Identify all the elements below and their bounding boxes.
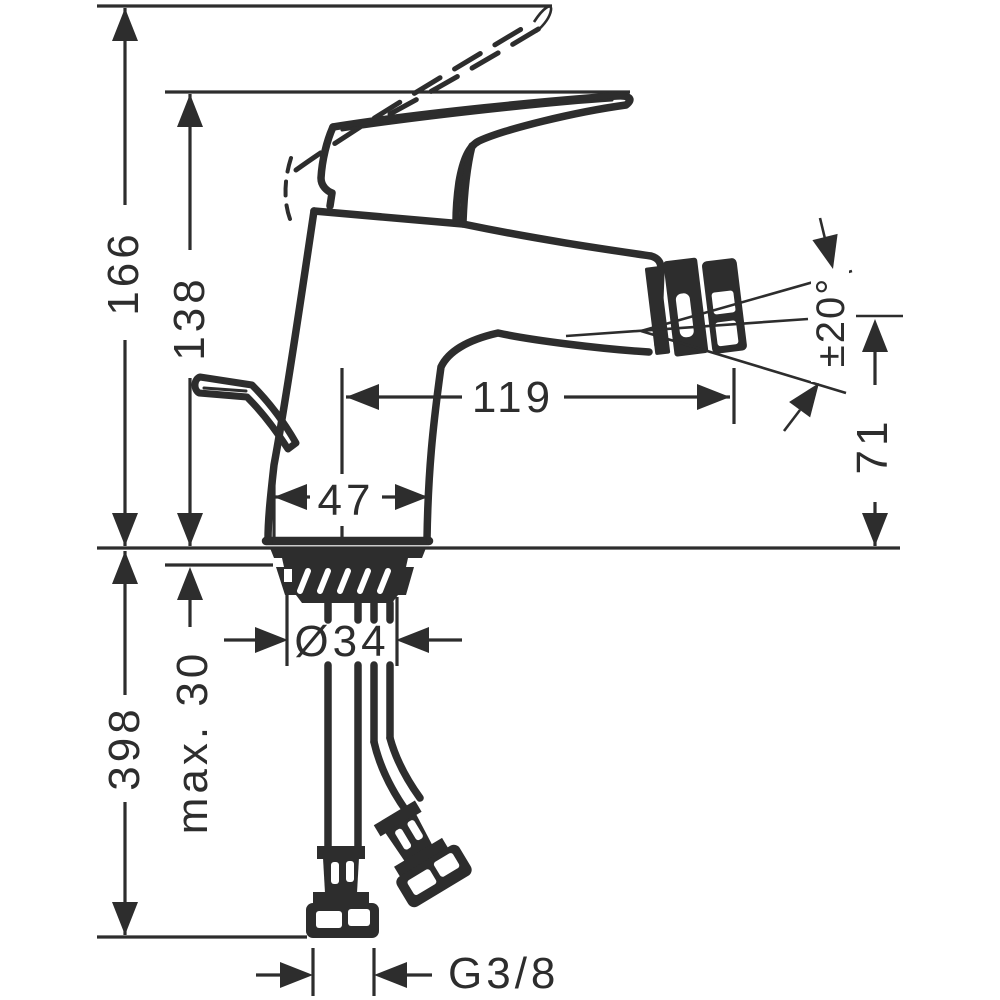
dimension-max-30: max. 30: [168, 567, 217, 834]
dimension-label-spray-angle: ±20°: [809, 277, 853, 367]
dimension-47: 47: [272, 476, 430, 544]
handle-lever: [317, 92, 634, 226]
dimension-166: 166: [99, 8, 148, 546]
supply-hose-left: [324, 599, 362, 850]
faucet-artwork: [191, 5, 747, 938]
base-plate: [270, 548, 426, 567]
dimension-annotations: 166 138 398 max. 30 119: [99, 8, 903, 998]
dimension-label-166: 166: [99, 230, 148, 315]
dimension-g38: G3/8: [256, 948, 559, 998]
dimension-dia-34: Ø34: [224, 588, 462, 666]
dimension-119: 119: [340, 368, 736, 538]
hose-connector-right: [364, 793, 475, 910]
hose-connector-left: [306, 846, 379, 938]
aerator: [644, 257, 747, 357]
mounting-washer: [276, 567, 414, 603]
dimension-label-47: 47: [318, 476, 375, 525]
supply-hose-right: [370, 599, 424, 816]
dimension-label-g38: G3/8: [448, 949, 559, 998]
dimension-label-max-30: max. 30: [168, 650, 217, 835]
dimension-label-138: 138: [165, 275, 214, 360]
dimension-spray-angle: ±20°: [565, 217, 903, 432]
faucet-body: [261, 207, 665, 546]
lever-wedge: [191, 373, 300, 453]
dimension-label-dia-34: Ø34: [294, 617, 389, 666]
dimension-138: 138: [165, 94, 214, 546]
dimension-398: 398: [100, 551, 149, 935]
dimension-71: 71: [848, 319, 897, 546]
reference-lines: [97, 4, 900, 939]
dimension-label-71: 71: [848, 418, 897, 475]
dimension-label-119: 119: [472, 373, 554, 422]
dimension-label-398: 398: [100, 705, 149, 790]
